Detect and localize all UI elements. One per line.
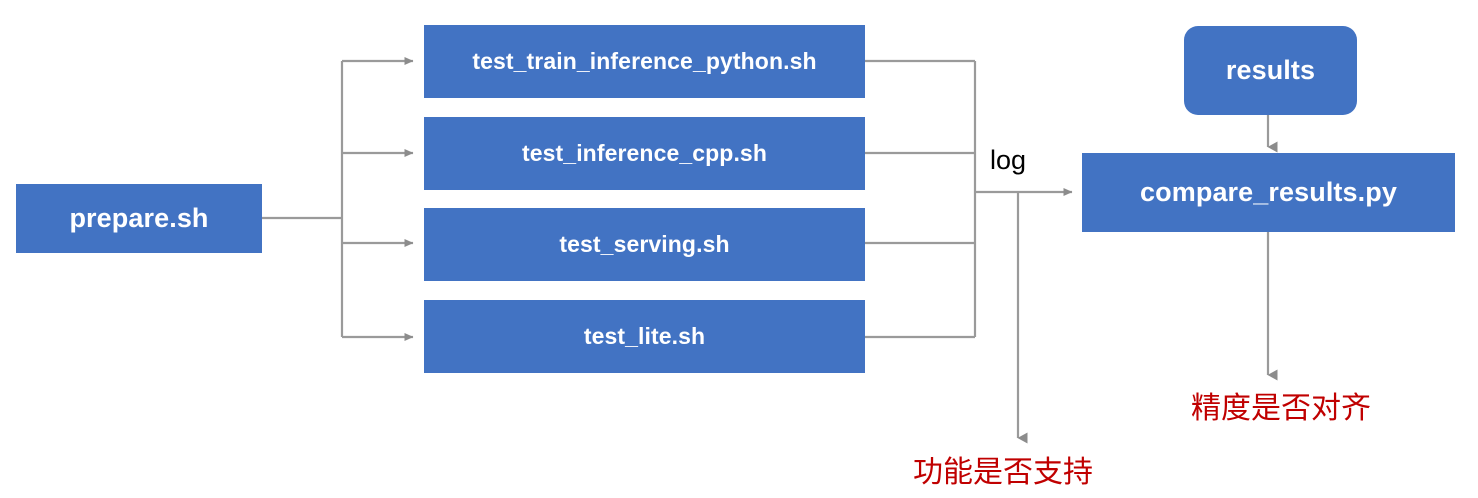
node-test-train-inference-python-sh-label: test_train_inference_python.sh: [472, 48, 817, 74]
node-test-serving-sh-label: test_serving.sh: [559, 231, 730, 257]
node-results-label: results: [1225, 55, 1316, 85]
node-results[interactable]: results: [1184, 26, 1357, 115]
node-test-lite-sh[interactable]: test_lite.sh: [424, 300, 865, 373]
node-prepare-sh[interactable]: prepare.sh: [16, 184, 262, 253]
node-compare-results-py[interactable]: compare_results.py: [1082, 153, 1455, 232]
node-test-serving-sh[interactable]: test_serving.sh: [424, 208, 865, 281]
node-test-inference-cpp-sh[interactable]: test_inference_cpp.sh: [424, 117, 865, 190]
note-precision-aligned: 精度是否对齐: [1191, 392, 1371, 425]
node-test-train-inference-python-sh[interactable]: test_train_inference_python.sh: [424, 25, 865, 98]
node-prepare-sh-label: prepare.sh: [69, 203, 209, 233]
edge-label-log: log: [990, 145, 1027, 175]
note-function-support: 功能是否支持: [913, 456, 1093, 489]
node-compare-results-py-label: compare_results.py: [1140, 177, 1397, 207]
node-test-lite-sh-label: test_lite.sh: [583, 323, 706, 349]
node-test-inference-cpp-sh-label: test_inference_cpp.sh: [522, 140, 767, 166]
